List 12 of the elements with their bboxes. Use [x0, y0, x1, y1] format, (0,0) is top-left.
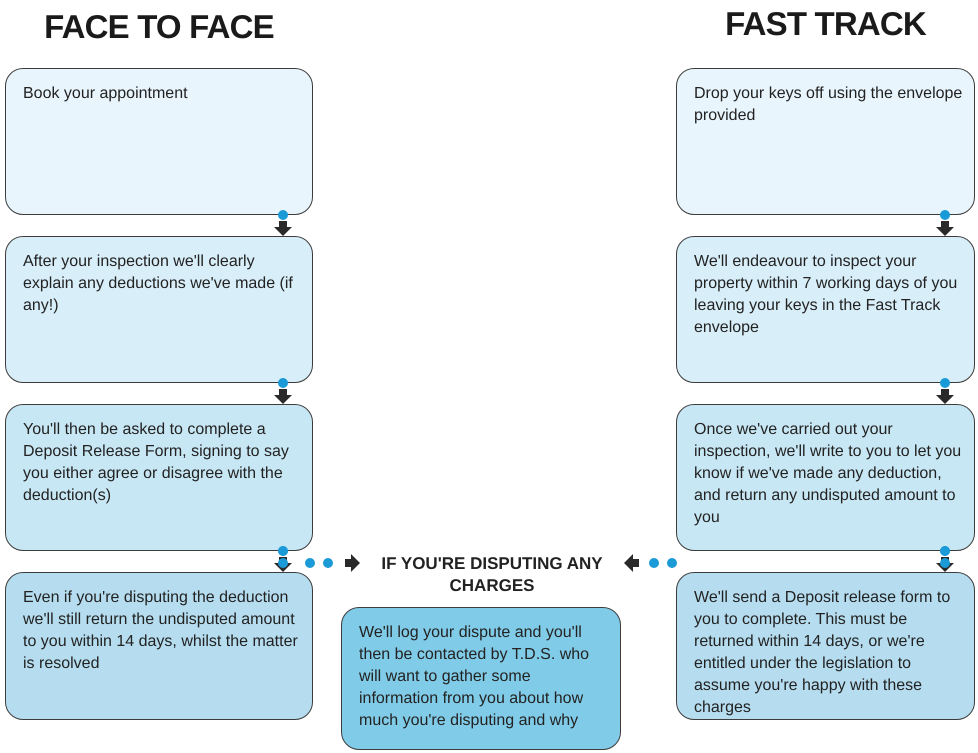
step-box: We'll endeavour to inspect your property within 7 working days of you leaving your keys in the Fast Track envelope [676, 236, 975, 383]
step-box: Even if you're disputing the deduction we'll still return the undisputed amount to you within 14 days, whilst the matter is resolved [5, 572, 313, 720]
column-heading: FAST TRACK [724, 4, 928, 44]
step-box: Book your appointment [5, 68, 313, 215]
step-box: Drop your keys off using the envelope provided [676, 68, 975, 215]
step-box: We'll log your dispute and you'll then be contacted by T.D.S. who will want to gather some information from you about how much you're disputing and why [341, 607, 621, 750]
step-box: You'll then be asked to complete a Deposit Release Form, signing to say you either agree or disagree with the deduction(s) [5, 404, 313, 551]
step-box: We'll send a Deposit release form to you to complete. This must be returned within 14 days, or we're entitled under the legislation to assume you're happy with these charges [676, 572, 975, 720]
step-box: Once we've carried out your inspection, we'll write to you to let you know if we've made any deduction, and return any undisputed amount to you [676, 404, 975, 551]
step-box: After your inspection we'll clearly explain any deductions we've made (if any!) [5, 236, 313, 383]
column-heading: FACE TO FACE [43, 7, 275, 47]
heading-text: IF YOU'RE DISPUTING ANY CHARGES [360, 550, 624, 600]
